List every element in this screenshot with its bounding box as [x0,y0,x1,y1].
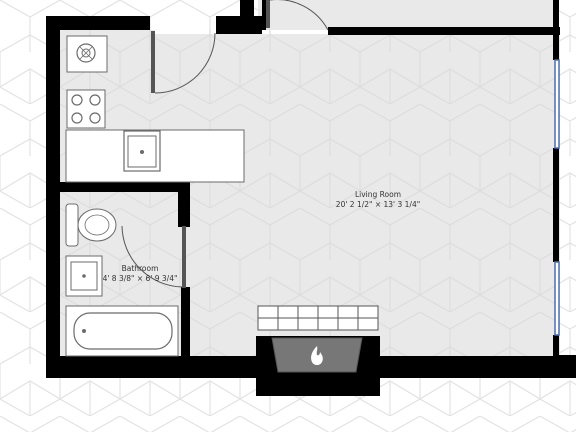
washer-icon [76,43,96,63]
vanity-drain [82,274,86,278]
wall-right-mid [553,148,559,262]
top-door-leaf [266,0,270,28]
fireplace [257,305,379,373]
entry-door [151,31,216,94]
living-room-label: Living Room 20' 2 1/2" × 13' 3 1/4" [336,190,420,209]
kitchen-counter [65,129,245,183]
wall-top-right [328,27,560,35]
toilet [65,203,117,247]
cooktop-body [66,89,106,129]
hearth-tiles [257,305,379,331]
bathroom-door-leaf [182,226,186,288]
wall-right-bottom [553,335,559,365]
sink-icon [123,130,161,172]
windows [554,59,560,336]
entry-door-swing [154,32,216,94]
flame-icon [311,346,323,365]
wall-top-left [46,16,150,30]
cooktop [66,89,106,129]
living-room-dimensions: 20' 2 1/2" × 13' 3 1/4" [336,200,420,209]
floor-pattern [60,30,560,360]
bathtub-icon [65,305,179,357]
toilet-icon [65,203,117,247]
top-door [266,0,329,31]
wall-top-post-2 [262,0,266,30]
wall-bathroom-right [181,287,190,359]
washer [66,35,108,73]
top-door-swing [270,0,329,31]
vanity-basin [70,261,98,291]
bathroom-sink [65,255,103,297]
wall-right-top [553,0,559,60]
wall-top-post [240,0,254,26]
window-right-top [554,59,560,149]
bathroom-door [121,225,186,288]
living-room-name: Living Room [355,190,401,199]
wall-left [46,16,60,378]
cooktop-icon [71,94,101,124]
bathroom-label: Bathroom 4' 8 3/8" × 6' 9 3/4" [103,264,178,283]
wall-bathroom-top [60,182,190,192]
bathroom-name: Bathroom [122,264,159,273]
bathroom-dimensions: 4' 8 3/8" × 6' 9 3/4" [103,274,178,283]
window-right-bottom [554,261,560,336]
top-hall-floor [258,0,558,30]
bathroom-door-swing [121,225,183,288]
entry-door-leaf [151,31,155,93]
wall-top-stub [216,16,262,34]
wall-bathroom-stub [178,182,190,227]
bathtub [65,305,179,357]
